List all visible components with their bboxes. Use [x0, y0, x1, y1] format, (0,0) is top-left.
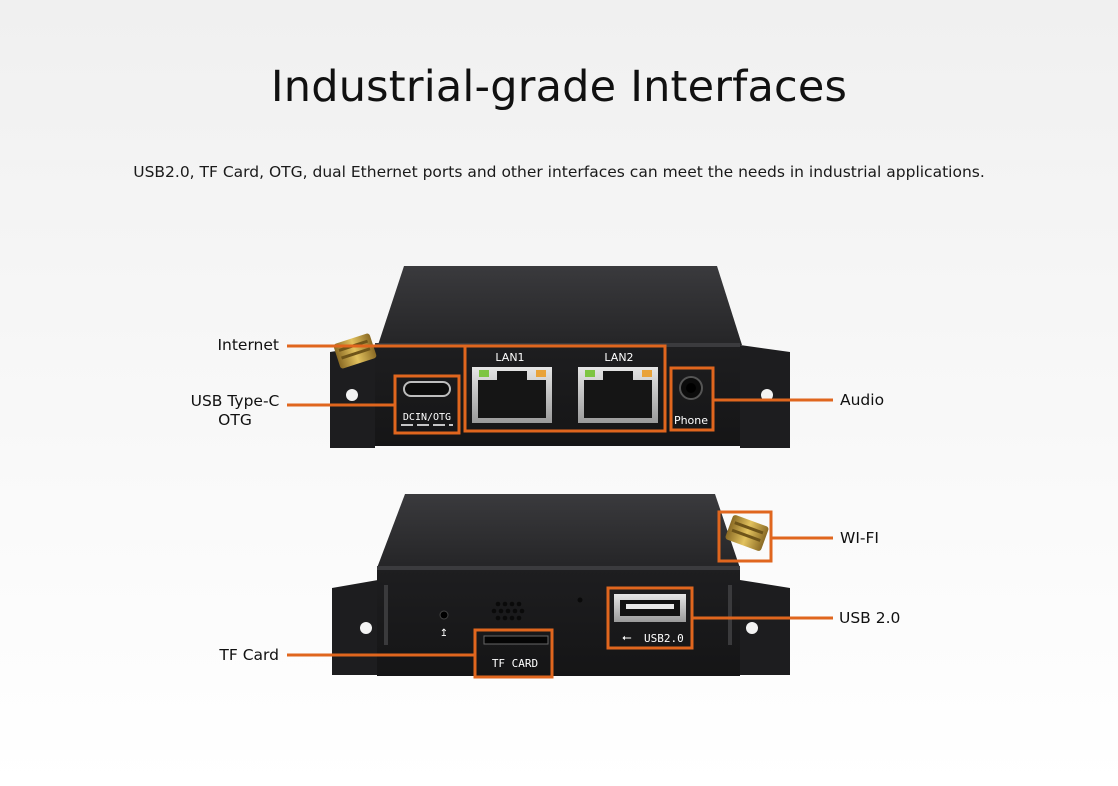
- lan-highlight: [463, 344, 667, 433]
- audio-callout: Audio: [840, 391, 885, 409]
- rear-top-lid: [377, 494, 740, 568]
- front-left-ear-hole: [346, 389, 358, 401]
- lan1-port: [472, 367, 552, 423]
- usb-callout: USB 2.0: [839, 609, 901, 627]
- page-subtitle: USB2.0, TF Card, OTG, dual Ethernet port…: [133, 163, 985, 181]
- tf-card-slot: [483, 635, 549, 645]
- front-right-ear-hole: [761, 389, 773, 401]
- usb-type-c-callout-line1: USB Type-C: [190, 392, 280, 410]
- audio-jack: [679, 376, 703, 400]
- rear-left-ear-hole: [360, 622, 372, 634]
- usb-port-label: USB2.0: [644, 632, 684, 645]
- microphone-grille: [491, 601, 525, 621]
- rear-right-ear-hole: [746, 622, 758, 634]
- tf-card-port-label: TF CARD: [492, 657, 538, 670]
- internet-callout: Internet: [217, 336, 279, 354]
- rear-device: ↥ TF CARD ⭠ USB2.0: [287, 494, 833, 679]
- rear-right-ear: [740, 580, 790, 675]
- usb-trident-icon: ⭠: [622, 630, 632, 644]
- lan1-label: LAN1: [495, 351, 524, 364]
- usb-c-port: [403, 381, 451, 397]
- front-top-lid: [378, 266, 742, 345]
- usb-type-c-callout: USB Type-C OTG: [170, 392, 300, 430]
- dc-in-otg-label: DCIN/OTG: [403, 412, 451, 423]
- svg-text:↥: ↥: [440, 628, 448, 639]
- lan2-label: LAN2: [604, 351, 633, 364]
- usb-a-port: [614, 594, 686, 622]
- wifi-callout: WI-FI: [840, 529, 879, 547]
- phone-label: Phone: [674, 414, 708, 427]
- usb-type-c-callout-line2: OTG: [218, 411, 252, 429]
- front-device: DCIN/OTG LAN1 LAN2 Phone: [287, 266, 833, 448]
- rear-left-ear: [332, 580, 378, 675]
- page-title: Industrial-grade Interfaces: [270, 62, 848, 112]
- wifi-antenna-connector: [725, 515, 769, 551]
- lan2-port: [578, 367, 658, 423]
- reset-pinhole: [439, 610, 449, 620]
- tf-card-callout: TF Card: [219, 646, 279, 664]
